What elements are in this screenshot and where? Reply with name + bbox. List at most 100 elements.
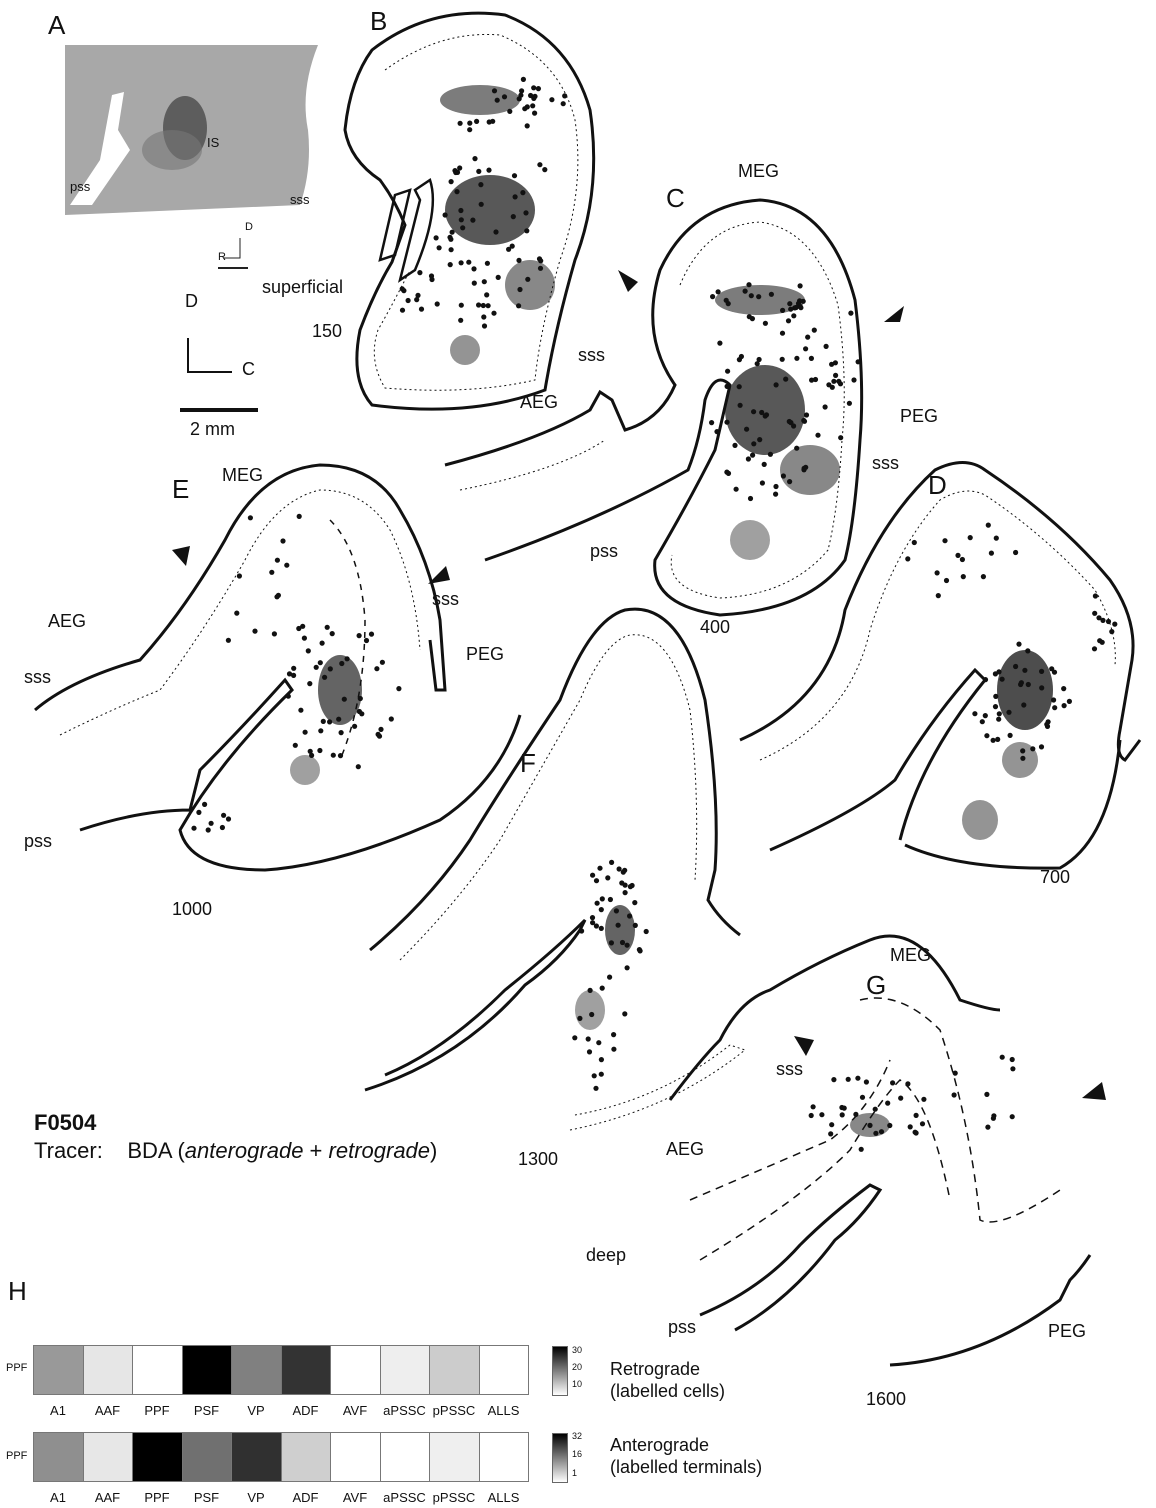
labelled-cell-dot [1092,646,1097,651]
labelled-cell-dot [762,462,767,467]
labelled-cell-dot [1109,629,1114,634]
labelled-cell-dot [617,866,622,871]
section-d-outline [740,463,1140,869]
labelled-cell-dot [314,665,319,670]
labelled-cell-dot [638,948,643,953]
labelled-cell-dot [802,466,807,471]
labelled-cell-dot [623,890,628,895]
labelled-cell-dot [339,661,344,666]
labelled-cell-dot [890,1080,895,1085]
labelled-cell-dot [536,86,541,91]
anterograde-area-label: ALLS [478,1490,530,1505]
inset-r-label: R [218,252,226,263]
labelled-cell-dot [760,480,765,485]
retrograde-heatmap-row [33,1345,528,1395]
labelled-cell-dot [1000,677,1005,682]
labelled-cell-dot [330,631,335,636]
labelled-cell-dot [493,229,498,234]
labelled-cell-dot [989,551,994,556]
labelled-cell-dot [317,748,322,753]
labelled-cell-dot [980,719,985,724]
labelled-cell-dot [226,816,231,821]
labelled-cell-dot [327,719,332,724]
labelled-cell-dot [590,873,595,878]
labelled-cell-dot [812,328,817,333]
labelled-cell-dot [380,660,385,665]
labelled-cell-dot [885,1101,890,1106]
labelled-cell-dot [272,631,277,636]
labelled-cell-dot [848,311,853,316]
labelled-cell-dot [358,696,363,701]
labelled-cell-dot [339,730,344,735]
labelled-cell-dot [768,452,773,457]
labelled-cell-dot [590,915,595,920]
labelled-cell-dot [1061,686,1066,691]
labelled-cell-dot [829,1122,834,1127]
anterograde-title: Anterograde [610,1436,709,1454]
labelled-cell-dot [788,307,793,312]
labelled-cell-dot [734,487,739,492]
panel-label-b: B [370,8,387,34]
labelled-cell-dot [417,270,422,275]
pss-label-c: pss [590,542,618,560]
labelled-cell-dot [458,121,463,126]
labelled-cell-dot [1013,550,1018,555]
labelled-cell-dot [709,420,714,425]
labelled-cell-dot [364,638,369,643]
panel-label-c: C [666,185,685,211]
labelled-cell-dot [780,308,785,313]
labelled-cell-dot [357,709,362,714]
labelled-cell-dot [538,258,543,263]
labelled-cell-dot [599,907,604,912]
section-g-outline [670,936,1090,1365]
labelled-cell-dot [321,719,326,724]
labelled-cell-dot [1000,1055,1005,1060]
labelled-cell-dot [284,563,289,568]
retrograde-area-label: PPF [131,1403,183,1418]
labelled-cell-dot [502,94,507,99]
labelled-cell-dot [725,369,730,374]
labelled-cell-dot [429,277,434,282]
labelled-cell-dot [738,403,743,408]
labelled-cell-dot [1006,710,1011,715]
labelled-cell-dot [513,194,518,199]
labelled-cell-dot [471,266,476,271]
labelled-cell-dot [608,897,613,902]
peg-label-e: PEG [466,645,504,663]
labelled-cell-dot [627,913,632,918]
labelled-cell-dot [520,190,525,195]
labelled-cell-dot [594,923,599,928]
labelled-cell-dot [328,666,333,671]
labelled-cell-dot [538,266,543,271]
sss-label-c2: sss [872,454,899,472]
labelled-cell-dot [1039,744,1044,749]
labelled-cell-dot [599,926,604,931]
retrograde-area-label: AVF [329,1403,381,1418]
labelled-cell-dot [914,1130,919,1135]
labelled-cell-dot [525,123,530,128]
labelled-cell-dot [599,1072,604,1077]
anterograde-cell-apssc [380,1432,431,1482]
labelled-cell-dot [561,101,566,106]
labelled-cell-dot [887,1123,892,1128]
retrograde-cell-psf [182,1345,233,1395]
labelled-cell-dot [953,1071,958,1076]
inset-d-label: D [245,222,253,233]
labelled-cell-dot [744,427,749,432]
labelled-cell-dot [512,173,517,178]
labelled-cell-dot [632,900,637,905]
labelled-cell-dot [496,275,501,280]
labelled-cell-dot [478,182,483,187]
labelled-cell-dot [605,875,610,880]
labelled-cell-dot [986,523,991,528]
labelled-cell-dot [274,594,279,599]
labelled-cell-dot [592,1073,597,1078]
anterograde-area-label: AVF [329,1490,381,1505]
labelled-cell-dot [710,294,715,299]
labelled-cell-dot [794,305,799,310]
labelled-cell-dot [454,189,459,194]
retro-tick-3: 10 [572,1379,582,1389]
labelled-cell-dot [607,975,612,980]
labelled-cell-dot [912,540,917,545]
retrograde-area-label: aPSSC [379,1403,431,1418]
